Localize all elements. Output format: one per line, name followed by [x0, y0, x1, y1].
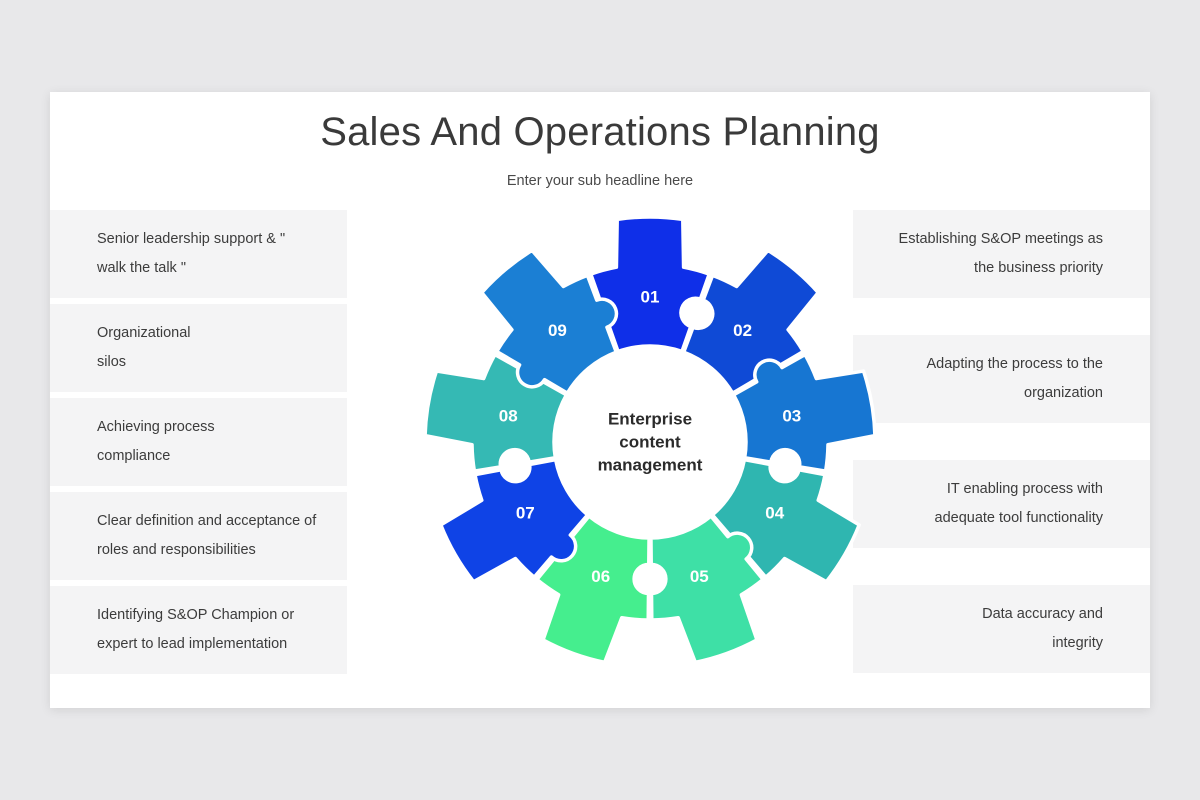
gear-segment-shape: [439, 457, 590, 584]
left-item-text: Identifying S&OP Champion or expert to l…: [97, 607, 295, 652]
gear-segment-shape: [731, 352, 877, 473]
gear-segment-07[interactable]: 07: [439, 457, 590, 584]
page-subtitle: Enter your sub headline here: [506, 173, 694, 189]
gear-segment-number: 04: [765, 503, 784, 522]
slide-card: Sales And Operations Planning Enter your…: [50, 92, 1150, 708]
right-item-band[interactable]: [853, 210, 1150, 298]
gear-segment-number: 01: [641, 287, 660, 306]
slide-header: Sales And Operations Planning Enter your…: [50, 92, 1150, 210]
left-item-text: Organizational silos: [97, 325, 191, 370]
gear-segment-number: 02: [733, 321, 752, 340]
right-item-text: Adapting the process to the organization: [926, 356, 1103, 401]
right-item-text: Establishing S&OP meetings as the busine…: [898, 231, 1103, 276]
gear-segment-shape: [480, 248, 619, 395]
gear-segment-shape: [649, 514, 765, 665]
gear-segment-number: 05: [690, 567, 709, 586]
left-item-text: Clear definition and acceptance of roles…: [97, 513, 317, 558]
left-item-band[interactable]: [50, 398, 347, 486]
gear-segment-number: 07: [516, 503, 535, 522]
gear-segment-number: 03: [782, 406, 801, 425]
left-item-band[interactable]: [50, 210, 347, 298]
right-item-text: Data accuracy and integrity: [982, 606, 1103, 651]
right-item-band[interactable]: [853, 335, 1150, 423]
left-item-band[interactable]: [50, 586, 347, 674]
gear-segment-09[interactable]: 09: [480, 248, 619, 395]
diagram-hub-circle: [554, 346, 746, 538]
gear-segment-number: 09: [548, 321, 567, 340]
left-item-band[interactable]: [50, 492, 347, 580]
left-item-text: Senior leadership support & " walk the t…: [97, 231, 286, 276]
gear-segment-number: 06: [591, 567, 610, 586]
gear-segment-03[interactable]: 03: [731, 352, 877, 473]
left-item-text: Achieving process compliance: [97, 419, 215, 464]
right-item-text: IT enabling process with adequate tool f…: [934, 481, 1104, 526]
page-title: Sales And Operations Planning: [320, 110, 880, 154]
gear-diagram-svg: 01 02 03 04 05 06 07 08 09: [423, 215, 877, 665]
left-item-band[interactable]: [50, 304, 347, 392]
right-item-band[interactable]: [853, 460, 1150, 548]
gear-segment-number: 08: [499, 406, 518, 425]
right-item-band[interactable]: [853, 585, 1150, 673]
gear-segment-05[interactable]: 05: [649, 514, 765, 665]
